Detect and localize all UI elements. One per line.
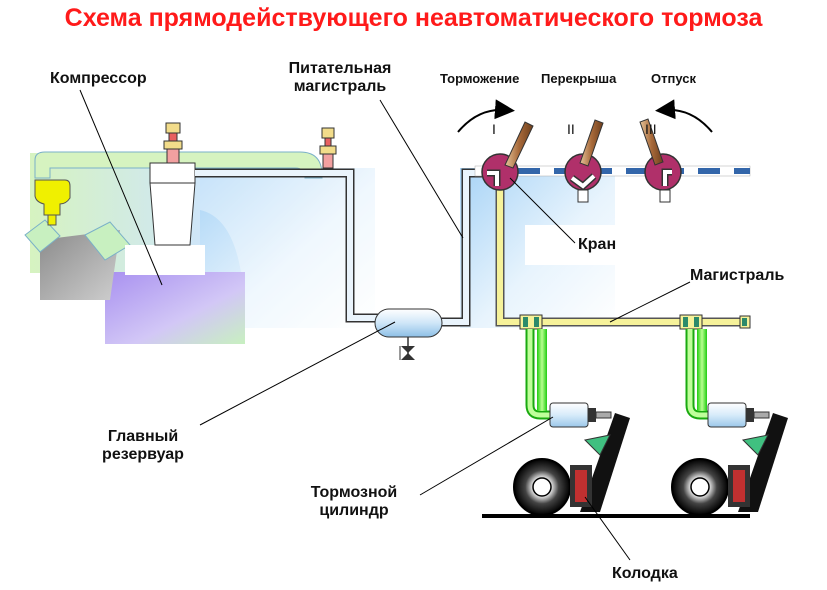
label-brake-cylinder-line2: цилиндр <box>319 502 389 520</box>
arrow-left-icon <box>457 99 515 133</box>
valve-position-release <box>639 118 682 203</box>
compressor <box>24 151 323 344</box>
valve-position-lap <box>564 119 604 203</box>
arrow-right-icon <box>655 99 713 133</box>
label-feed-main: Питательная магистраль <box>282 60 398 97</box>
position-label-3: III <box>645 121 657 137</box>
position-label-1: I <box>492 121 496 137</box>
label-valve: Кран <box>578 236 617 253</box>
diagram-title: Схема прямодействующего неавтоматическог… <box>64 4 763 32</box>
label-brake-line: Магистраль <box>690 267 785 284</box>
feed-main-pipe <box>195 168 482 327</box>
driver-brake-valve <box>457 99 751 203</box>
position-label-2: II <box>567 121 575 137</box>
leader-lines <box>79 89 691 561</box>
label-main-reservoir-line2: резервуар <box>102 446 184 464</box>
label-braking: Торможение <box>440 71 520 86</box>
label-lap: Перекрыша <box>541 71 617 86</box>
brake-unit-right <box>671 402 788 516</box>
governor <box>34 179 71 226</box>
valve-position-braking <box>481 121 534 191</box>
label-brake-shoe: Колодка <box>612 565 678 582</box>
cylinder-supply-pipes <box>525 329 710 420</box>
label-brake-cylinder-line1: Тормозной <box>310 484 398 501</box>
safety-valve-right <box>319 127 337 169</box>
safety-valve-left <box>163 122 183 164</box>
label-feed-main-line2: магистраль <box>293 78 387 96</box>
rail <box>482 514 750 518</box>
label-feed-main-line1: Питательная <box>288 60 392 77</box>
brake-unit-left <box>513 402 630 516</box>
label-brake-cylinder: Тормозной цилиндр <box>296 484 412 521</box>
label-main-reservoir-line1: Главный <box>107 428 179 445</box>
label-main-reservoir: Главный резервуар <box>88 428 198 465</box>
label-compressor: Компрессор <box>50 70 147 87</box>
label-release: Отпуск <box>651 71 696 86</box>
main-reservoir <box>374 308 443 360</box>
brake-line-pipe <box>495 180 751 330</box>
